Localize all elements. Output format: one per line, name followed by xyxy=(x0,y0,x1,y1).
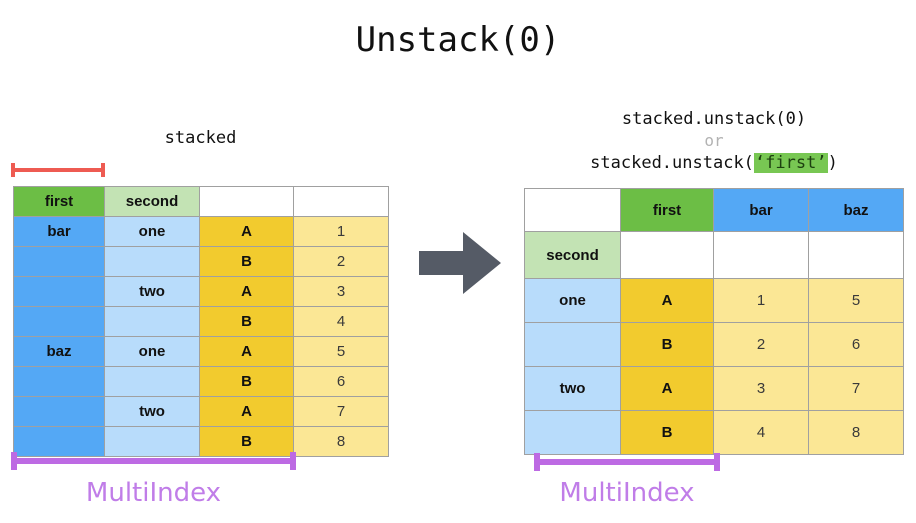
cell-value: 1 xyxy=(293,216,389,247)
cell-second: two xyxy=(104,396,200,427)
red-bracket-first-level xyxy=(11,163,105,177)
multiindex-label-left: MultiIndex xyxy=(85,478,222,508)
cell-value: 2 xyxy=(293,246,389,277)
cell-second xyxy=(104,366,200,397)
cell-value: 7 xyxy=(293,396,389,427)
table-row: baz one A 5 xyxy=(13,336,389,367)
cell-first xyxy=(13,276,105,307)
unstacked-table: first bar baz second one A 1 5 B 2 6 two… xyxy=(524,188,904,455)
caption-suffix: ) xyxy=(827,153,838,173)
cell-value: 8 xyxy=(293,426,389,457)
header-cell-second: second xyxy=(104,186,200,217)
cell-first xyxy=(13,396,105,427)
cell-second: one xyxy=(104,336,200,367)
table-row: B 6 xyxy=(13,366,389,397)
caption-highlight-first: ‘first’ xyxy=(753,153,828,173)
cell-value-bar: 3 xyxy=(713,366,809,411)
cell-value-baz: 8 xyxy=(808,410,904,455)
red-bracket-bar xyxy=(11,168,105,172)
header-cell-bar: bar xyxy=(713,188,809,232)
cell-first xyxy=(13,426,105,457)
cell-first: bar xyxy=(13,216,105,247)
header-cell-second: second xyxy=(524,231,621,279)
table-row: B 4 8 xyxy=(524,410,904,455)
cell-value-baz: 5 xyxy=(808,278,904,323)
table-row: two A 7 xyxy=(13,396,389,427)
cell-label: B xyxy=(620,410,714,455)
caption-line-1: stacked.unstack(0) xyxy=(621,109,807,129)
cell-second: two xyxy=(524,366,621,411)
caption-line-3: stacked.unstack(‘first’) xyxy=(524,152,904,174)
cell-first xyxy=(13,366,105,397)
caption-line-or: or xyxy=(704,131,724,150)
header-cell-blank xyxy=(524,188,621,232)
cell-second xyxy=(524,322,621,367)
cell-label: A xyxy=(199,396,294,427)
header-cell-baz: baz xyxy=(808,188,904,232)
cell-label: B xyxy=(199,366,294,397)
header-cell-blank-3 xyxy=(808,231,904,279)
header-cell-blank-2 xyxy=(293,186,389,217)
cell-second: one xyxy=(524,278,621,323)
cell-second xyxy=(104,306,200,337)
multiindex-label-right: MultiIndex xyxy=(559,478,695,508)
caption-prefix: stacked.unstack( xyxy=(590,153,754,173)
header-cell-blank-1 xyxy=(199,186,294,217)
header-cell-first: first xyxy=(13,186,105,217)
table-row: two A 3 7 xyxy=(524,366,904,411)
table-row: bar one A 1 xyxy=(13,216,389,247)
purple-bracket-left xyxy=(11,452,296,470)
cell-second: two xyxy=(104,276,200,307)
cell-label: B xyxy=(199,306,294,337)
header-cell-first: first xyxy=(620,188,714,232)
red-bracket-right-cap xyxy=(101,163,105,177)
cell-value-baz: 6 xyxy=(808,322,904,367)
cell-label: A xyxy=(199,276,294,307)
cell-value: 4 xyxy=(293,306,389,337)
cell-second xyxy=(104,246,200,277)
cell-label: B xyxy=(199,426,294,457)
cell-label: A xyxy=(620,278,714,323)
table-row: B 4 xyxy=(13,306,389,337)
page-title: Unstack(0) xyxy=(355,20,561,60)
cell-label: B xyxy=(620,322,714,367)
cell-value-baz: 7 xyxy=(808,366,904,411)
purple-bracket-bar xyxy=(534,459,720,465)
cell-first: baz xyxy=(13,336,105,367)
cell-value-bar: 4 xyxy=(713,410,809,455)
table-row: B 8 xyxy=(13,426,389,457)
purple-bracket-right xyxy=(534,453,720,471)
cell-value-bar: 2 xyxy=(713,322,809,367)
cell-value: 5 xyxy=(293,336,389,367)
table-header-row: first second xyxy=(13,186,389,217)
cell-second xyxy=(524,410,621,455)
stacked-table: first second bar one A 1 B 2 two A 3 B xyxy=(13,186,389,457)
cell-first xyxy=(13,306,105,337)
cell-second: one xyxy=(104,216,200,247)
purple-bracket-right-cap xyxy=(290,452,296,470)
right-arrow-icon xyxy=(419,232,501,294)
purple-bracket-bar xyxy=(11,458,296,464)
table-row: B 2 xyxy=(13,246,389,277)
table-header-row-1: first bar baz xyxy=(524,188,904,232)
left-table-caption: stacked xyxy=(164,128,237,148)
table-row: one A 1 5 xyxy=(524,278,904,323)
cell-label: B xyxy=(199,246,294,277)
cell-label: A xyxy=(199,336,294,367)
table-row: two A 3 xyxy=(13,276,389,307)
purple-bracket-right-cap xyxy=(714,453,720,471)
header-cell-blank-1 xyxy=(620,231,714,279)
cell-value: 6 xyxy=(293,366,389,397)
table-row: B 2 6 xyxy=(524,322,904,367)
table-header-row-2: second xyxy=(524,231,904,279)
right-table-caption: stacked.unstack(0) or stacked.unstack(‘f… xyxy=(524,108,904,174)
cell-value: 3 xyxy=(293,276,389,307)
header-cell-blank-2 xyxy=(713,231,809,279)
cell-value-bar: 1 xyxy=(713,278,809,323)
cell-label: A xyxy=(620,366,714,411)
cell-first xyxy=(13,246,105,277)
cell-label: A xyxy=(199,216,294,247)
